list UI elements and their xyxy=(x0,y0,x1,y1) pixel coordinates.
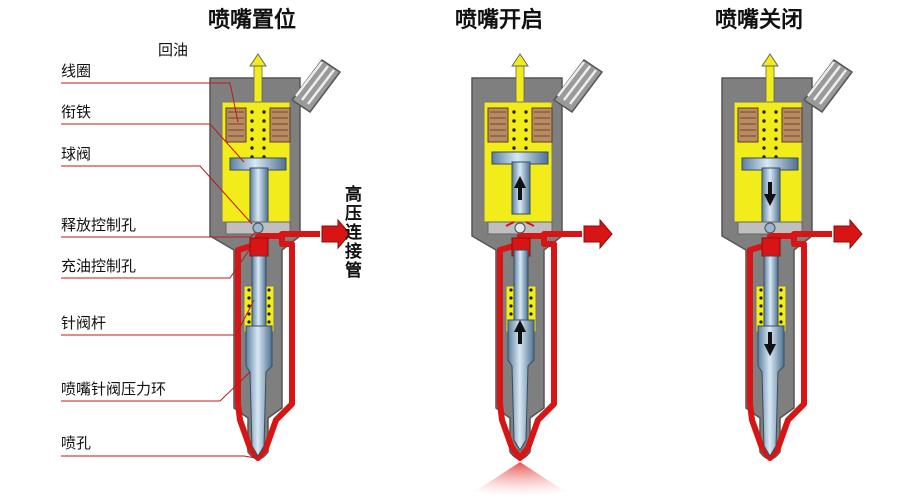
connector-pins xyxy=(807,61,847,105)
release-flow xyxy=(505,221,535,227)
leader-line xyxy=(61,231,257,238)
spray-icon xyxy=(462,462,578,500)
return-oil-passage xyxy=(515,65,525,107)
leader-line xyxy=(61,371,251,402)
return-oil-passage xyxy=(253,65,263,107)
needle-rod xyxy=(513,249,529,321)
leader-line xyxy=(61,455,257,459)
leader-line xyxy=(61,245,253,279)
label-fill-hole: 充油控制孔 xyxy=(61,257,137,275)
title-nozzle-open: 喷嘴开启 xyxy=(455,8,544,33)
flow-arrow-icon xyxy=(249,53,267,67)
label-armature: 衔铁 xyxy=(61,103,92,121)
coil-right xyxy=(781,107,803,143)
coil-right xyxy=(269,107,291,143)
nozzle-needle xyxy=(245,325,273,457)
label-pressure-ring: 喷嘴针阀压力环 xyxy=(61,380,167,398)
leader-line xyxy=(61,82,239,123)
title-nozzle-rest: 喷嘴置位 xyxy=(208,8,297,33)
label-release-hole: 释放控制孔 xyxy=(61,216,137,234)
control-chamber xyxy=(249,237,269,257)
coil-left xyxy=(225,107,247,143)
injector-closed xyxy=(721,53,863,461)
injector-rest xyxy=(209,53,351,461)
needle-rod xyxy=(763,255,779,327)
coil-left xyxy=(487,107,509,143)
label-nozzle-hole: 喷孔 xyxy=(61,434,92,452)
ball-valve xyxy=(764,222,776,234)
title-nozzle-closed: 喷嘴关闭 xyxy=(715,8,804,33)
leader-line xyxy=(61,299,255,336)
connector-pins xyxy=(557,61,597,105)
ball-valve xyxy=(514,222,526,234)
inlet-arrow-icon xyxy=(321,218,351,250)
nozzle-needle xyxy=(507,319,535,451)
flow-arrow-icon xyxy=(511,53,529,67)
inlet-arrow-icon xyxy=(583,218,613,250)
label-needle-rod: 针阀杆 xyxy=(61,314,107,332)
movement-arrow-icon xyxy=(764,182,776,206)
needle-rod xyxy=(251,255,267,327)
injector-open xyxy=(462,53,613,500)
leader-line xyxy=(61,165,253,225)
connector-pins xyxy=(295,61,335,105)
ball-valve xyxy=(252,222,264,234)
nozzle-needle xyxy=(757,325,785,457)
label-return-oil: 回油 xyxy=(158,41,189,59)
label-coil: 线圈 xyxy=(61,62,92,80)
armature-plunger xyxy=(249,167,269,227)
coil-right xyxy=(531,107,553,143)
leader-line xyxy=(61,123,245,163)
movement-arrow-icon xyxy=(764,332,776,356)
label-ball-valve: 球阀 xyxy=(61,145,92,163)
inlet-arrow-icon xyxy=(833,218,863,250)
control-chamber xyxy=(761,237,781,257)
movement-arrow-icon xyxy=(514,320,526,344)
coil-left xyxy=(737,107,759,143)
movement-arrow-icon xyxy=(514,176,526,200)
return-oil-passage xyxy=(765,65,775,107)
flow-arrow-icon xyxy=(761,53,779,67)
label-high-pressure-pipe: 高压连接管 xyxy=(345,185,362,281)
